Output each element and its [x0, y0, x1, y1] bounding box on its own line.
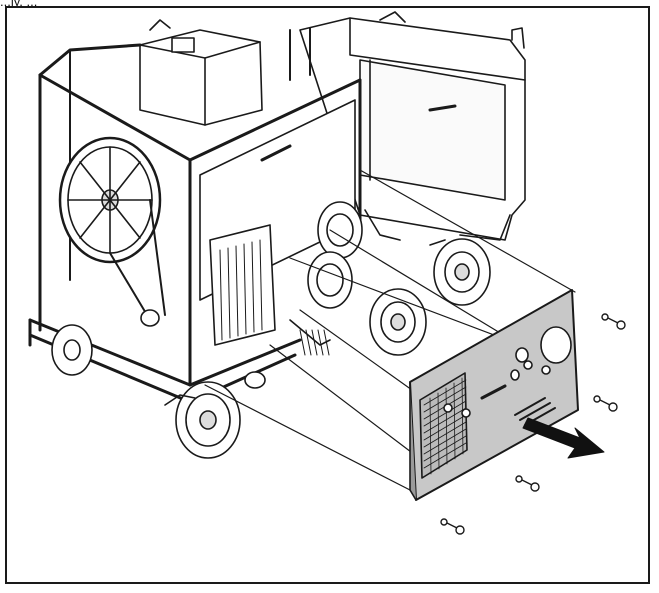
motor-assembly — [209, 201, 363, 356]
front-wheel-right — [164, 381, 241, 459]
rear-machine-body — [299, 11, 526, 241]
removal-direction-arrow — [522, 417, 605, 459]
front-wheel-left — [51, 324, 93, 376]
rear-wheel-lower — [369, 288, 427, 356]
belt-pulley — [58, 136, 166, 327]
side-cover-panel — [409, 289, 579, 501]
mounting-screw — [440, 313, 626, 535]
caster-wheel-mid — [244, 371, 266, 389]
cropped-caption-text: ...ly, ... — [0, 0, 38, 9]
rear-wheel-upper — [429, 238, 491, 306]
